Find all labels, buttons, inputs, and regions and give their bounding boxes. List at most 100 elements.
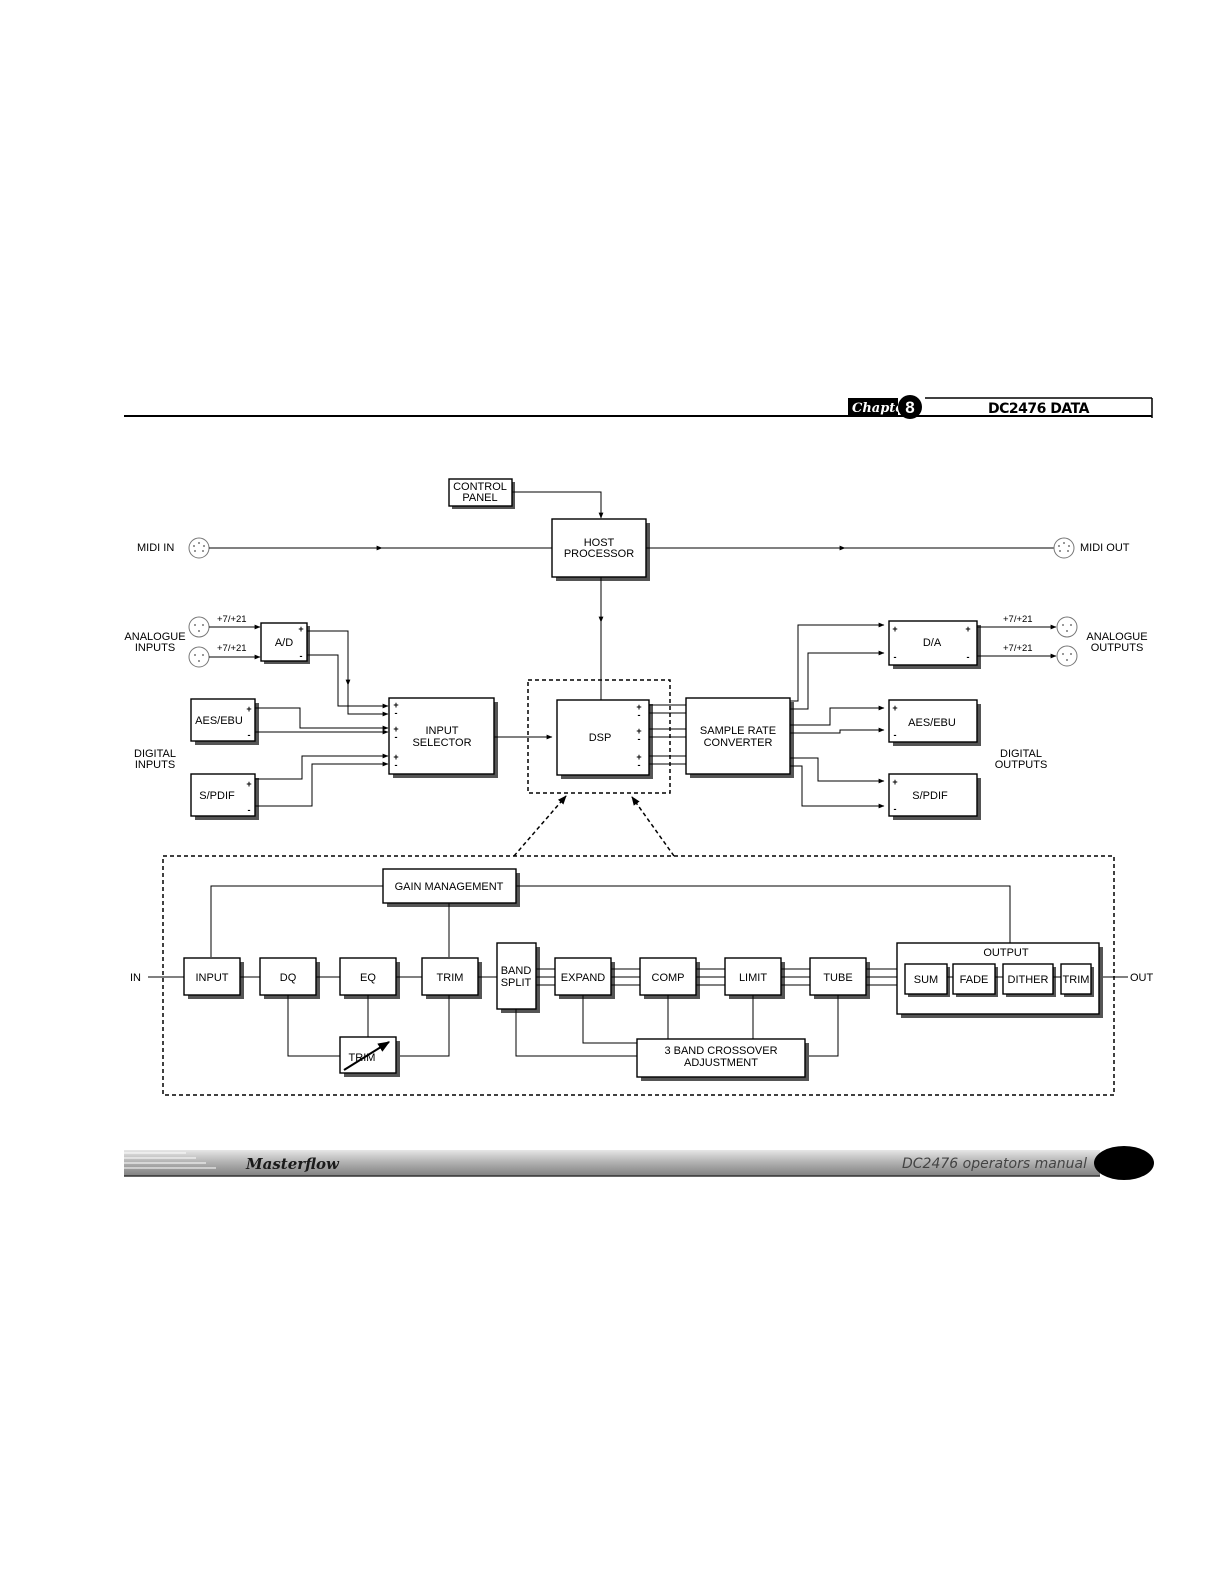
dq-stage-block: DQ [259,957,320,999]
output-group-label: OUTPUT [983,947,1029,959]
da-label: D/A [923,637,942,649]
dsp-block: DSP + - + - + - [556,699,653,779]
digital-outputs-label-line1: DIGITAL [1000,748,1042,760]
control-panel-label-line2: PANEL [462,492,497,504]
footer-brand: Masterflow [245,1155,340,1173]
analogue-outputs-label-line1: ANALOGUE [1086,631,1147,643]
page-number-badge [1094,1146,1154,1180]
dsp-signal-chain-diagram: GAIN MANAGEMENT IN OUT INPUT DQ EQ [130,855,1154,1096]
input-selector-label-line1: INPUT [426,725,459,737]
chapter-badge: Chapter 8 [848,395,922,419]
crossover-label-line1: 3 BAND CROSSOVER [664,1045,777,1057]
dither-label: DITHER [1008,974,1049,986]
da-converter-block: D/A + - + - [888,620,981,669]
chain-in-label: IN [130,972,141,984]
host-processor-block: HOST PROCESSOR [551,518,650,581]
sum-block: SUM [904,963,950,997]
digital-inputs-label-line1: DIGITAL [134,748,176,760]
tube-stage-label: TUBE [823,972,852,984]
aes-ebu-output-block: AES/EBU + - [888,699,981,746]
analogue-in-level-1: +7/+21 [217,614,247,625]
da-pm: - [967,652,970,662]
input-selector-label-line2: SELECTOR [412,737,471,749]
aes-ebu-in-label: AES/EBU [195,715,243,727]
ad-converter-block: A/D + - [260,622,310,664]
analogue-inputs-label-line2: INPUTS [135,642,175,654]
midi-out-label: MIDI OUT [1080,542,1130,554]
analogue-out-level-1: +7/+21 [1003,614,1033,625]
dither-block: DITHER [1002,963,1056,997]
input-selector-pm: + [393,724,398,734]
triple-bus-4 [781,968,810,986]
variable-arrow-icon [343,1041,391,1071]
input-stage-block: INPUT [183,957,244,999]
dq-stage-label: DQ [280,972,297,984]
input-selector-pm: + [393,700,398,710]
ad-minus: - [300,651,303,661]
trim-stage-label: TRIM [437,972,464,984]
aes-ebu-out-label: AES/EBU [908,717,956,729]
expand-stage-block: EXPAND [554,957,615,999]
band-split-block: BAND SPLIT [496,942,540,1013]
host-processor-label-line1: HOST [584,537,615,549]
analogue-in-level-2: +7/+21 [217,643,247,654]
output-stage-group: OUTPUT SUM FADE DITHER TR [896,942,1103,1018]
analogue-output-connector-1 [1056,616,1078,638]
fade-block: FADE [952,963,998,997]
sum-label: SUM [914,974,938,986]
output-trim-label: TRIM [1063,974,1090,986]
system-block-diagram: CONTROL PANEL HOST PROCESSOR MIDI IN MID… [124,478,1148,857]
input-selector-block: INPUT SELECTOR + - + - + - [388,697,498,778]
aes-in-plus: + [246,704,251,714]
aes-ebu-input-block: AES/EBU + - [190,698,259,745]
ad-plus: + [298,624,303,634]
eq-stage-label: EQ [360,972,376,984]
gain-management-label: GAIN MANAGEMENT [395,881,504,893]
da-pm: - [894,652,897,662]
spdif-out-pm: - [894,804,897,814]
analogue-input-connector-2 [188,646,210,668]
control-panel-label-line1: CONTROL [453,481,507,493]
triple-bus-2 [611,968,640,986]
input-selector-pm: - [395,732,398,742]
comp-stage-block: COMP [639,957,700,999]
dsp-pm: + [636,752,641,762]
ad-label: A/D [275,637,293,649]
dsp-pm: - [638,734,641,744]
triple-bus-5 [866,968,897,986]
chain-out-label: OUT [1130,972,1154,984]
dsp-pm: - [638,710,641,720]
expand-stage-label: EXPAND [561,972,605,984]
midi-in-connector [188,537,210,559]
triple-bus-1 [536,968,555,986]
spdif-in-minus: - [248,805,251,815]
digital-outputs-label-line2: OUTPUTS [995,759,1048,771]
da-pm: + [892,624,897,634]
dsp-pm: - [638,760,641,770]
spdif-out-label: S/PDIF [912,790,948,802]
limit-stage-block: LIMIT [724,957,785,999]
spdif-in-plus: + [246,779,251,789]
band-split-label-line2: SPLIT [501,977,532,989]
analogue-out-level-2: +7/+21 [1003,643,1033,654]
input-stage-label: INPUT [196,972,229,984]
page-footer: Masterflow DC2476 operators manual [124,1146,1154,1180]
sample-rate-converter-block: SAMPLE RATE CONVERTER [685,697,794,778]
gain-management-block: GAIN MANAGEMENT [382,868,520,907]
dsp-label: DSP [589,732,612,744]
crossover-adjustment-block: 3 BAND CROSSOVER ADJUSTMENT [636,1038,809,1081]
fade-label: FADE [960,974,989,986]
aes-out-pm: + [892,703,897,713]
spdif-out-pm: + [892,777,897,787]
zoom-arrow-left [513,795,567,857]
control-panel-block: CONTROL PANEL [448,478,515,509]
chapter-label: Chapter [852,401,912,416]
eq-stage-block: EQ [339,957,400,999]
footer-manual-title: DC2476 operators manual [902,1156,1087,1172]
dsp-to-src-lines [649,704,686,765]
spdif-input-block: S/PDIF + - [190,773,259,820]
analogue-inputs-label-line1: ANALOGUE [124,631,185,643]
crossover-label-line2: ADJUSTMENT [684,1057,758,1069]
